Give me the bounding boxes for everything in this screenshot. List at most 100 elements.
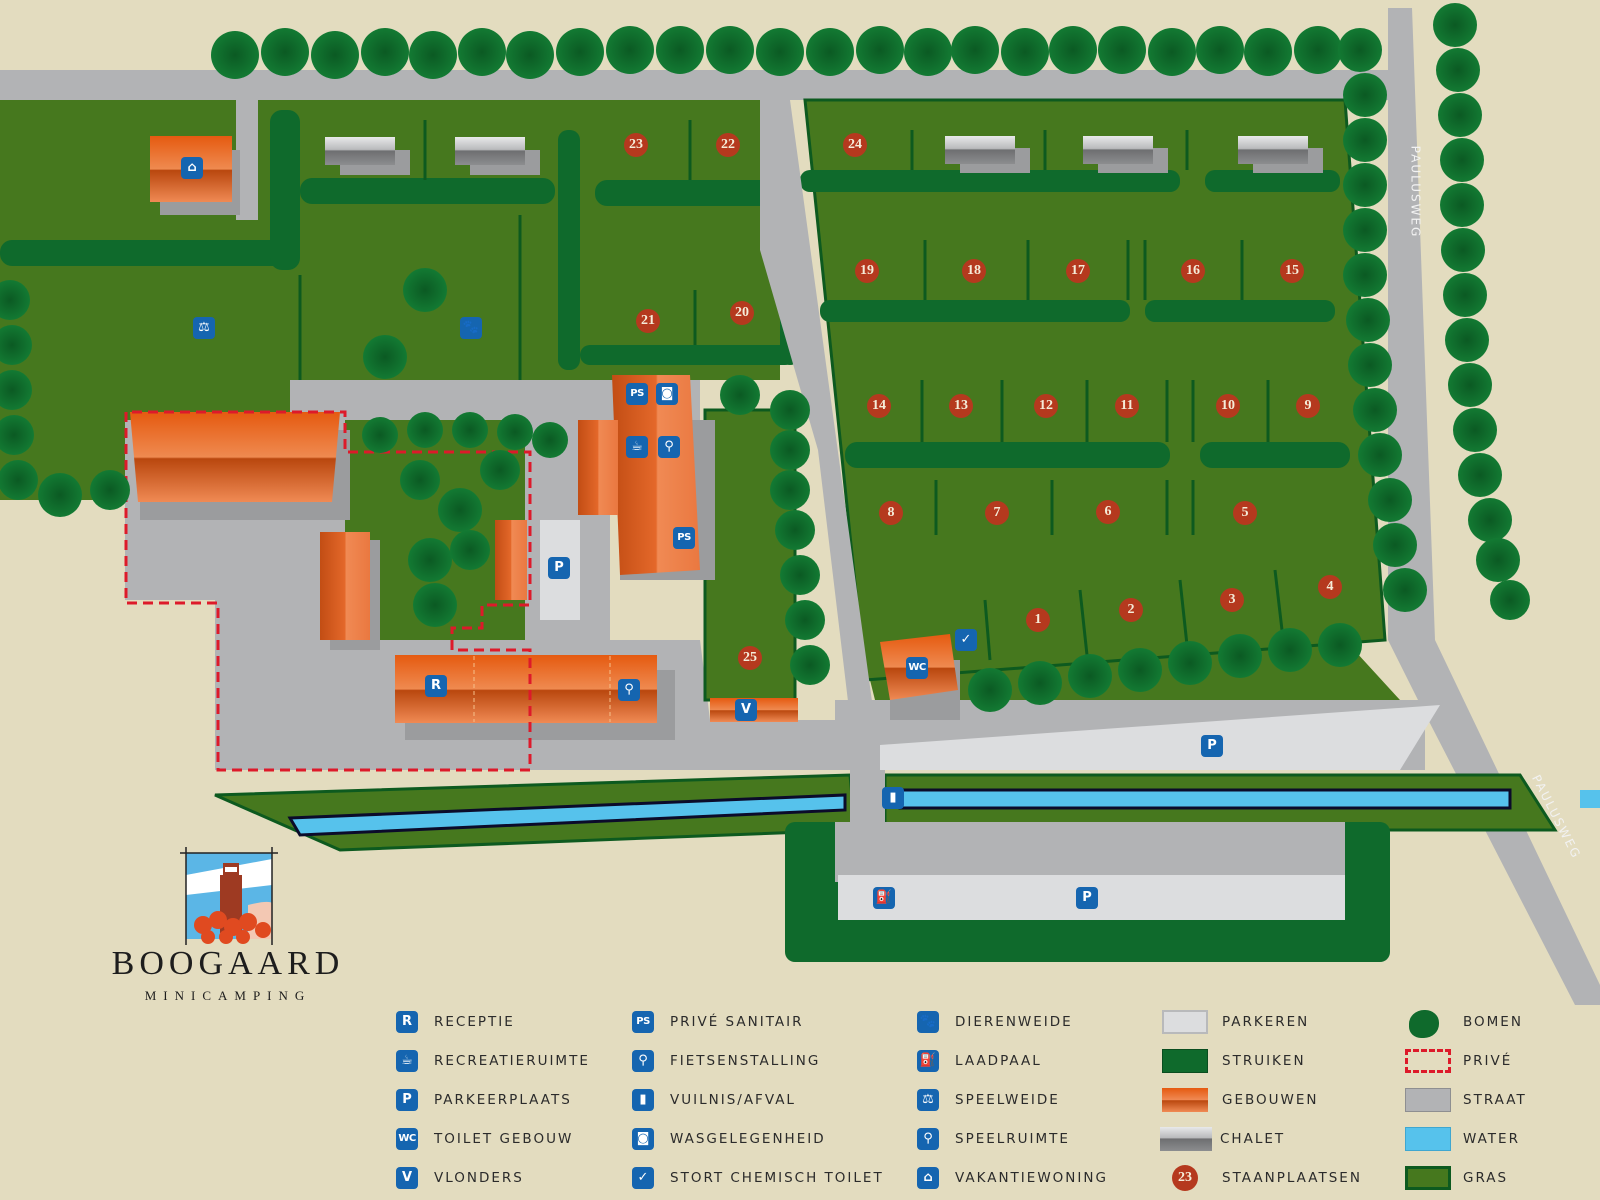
dierenweide-icon: 🐾 (917, 1011, 939, 1033)
pitch-marker[interactable]: 16 (1181, 259, 1205, 283)
legend-item-bomen: BOMEN (1405, 1007, 1523, 1038)
tree-row-east (1343, 3, 1530, 620)
prive-sanitair-icon[interactable]: PS (673, 527, 695, 549)
pitch-marker[interactable]: 21 (636, 309, 660, 333)
legend-item-vlonders: V VLONDERS (394, 1163, 524, 1193)
tree-row-south (968, 623, 1362, 712)
legend-item-parkeerplaats: P PARKEERPLAATS (394, 1085, 572, 1115)
vuilnis-afval-icon[interactable]: ▮ (882, 787, 904, 809)
legend-item-laadpaal: ⛽ LAADPAAL (915, 1046, 1042, 1076)
tree-icon (1405, 1010, 1443, 1038)
lighthouse-icon (180, 847, 278, 945)
building-sanitair (612, 375, 700, 575)
legend-item-gras: GRAS (1405, 1163, 1508, 1193)
laadpaal-icon: ⛽ (917, 1050, 939, 1072)
legend-item-vuilnis-afval: ▮ VUILNIS/AFVAL (630, 1085, 796, 1115)
building-narrow (495, 520, 527, 600)
fietsenstalling-icon[interactable]: ⚲ (618, 679, 640, 701)
legend-item-prive: PRIVÉ (1405, 1046, 1512, 1076)
straat-swatch (1405, 1088, 1451, 1112)
logo-title: BOOGAARD (111, 945, 345, 982)
gras-swatch (1405, 1166, 1451, 1190)
pitch-marker[interactable]: 3 (1220, 588, 1244, 612)
vlonders-icon[interactable]: V (735, 699, 757, 721)
legend-item-stort-chemisch-toilet: ✓ STORT CHEMISCH TOILET (630, 1163, 884, 1193)
speelweide-icon[interactable]: ⚖ (193, 317, 215, 339)
speelweide-icon: ⚖ (917, 1089, 939, 1111)
legend-item-struiken: STRUIKEN (1162, 1046, 1306, 1076)
pitch-marker[interactable]: 12 (1034, 394, 1058, 418)
pitch-marker[interactable]: 6 (1096, 500, 1120, 524)
building-main-left (130, 412, 340, 502)
pitch-marker[interactable]: 9 (1296, 394, 1320, 418)
pitch-marker[interactable]: 19 (855, 259, 879, 283)
pitch-marker[interactable]: 22 (716, 133, 740, 157)
pitch-marker[interactable]: 25 (738, 646, 762, 670)
chalet-swatch (1160, 1127, 1212, 1151)
legend: R RECEPTIE ☕ RECREATIERUIMTE P PARKEERPL… (0, 1000, 1600, 1200)
tree-row-west (0, 268, 830, 685)
vuilnis-afval-icon: ▮ (632, 1089, 654, 1111)
pitch-marker[interactable]: 11 (1115, 394, 1139, 418)
legend-item-parkeren: PARKEREN (1162, 1007, 1309, 1037)
legend-item-speelweide: ⚖ SPEELWEIDE (915, 1085, 1060, 1115)
vlonders-icon: V (396, 1167, 418, 1189)
laadpaal-icon[interactable]: ⛽ (873, 887, 895, 909)
parkeerplaats-icon[interactable]: P (1201, 735, 1223, 757)
speelruimte-icon[interactable]: ⚲ (658, 436, 680, 458)
logo: BOOGAARD MINICAMPING (108, 845, 348, 1003)
pitch-marker[interactable]: 24 (843, 133, 867, 157)
road-top (0, 70, 1400, 100)
legend-item-staanplaatsen: 23 STAANPLAATSEN (1162, 1163, 1362, 1193)
legend-item-gebouwen: GEBOUWEN (1162, 1085, 1319, 1115)
pitch-marker[interactable]: 2 (1119, 598, 1143, 622)
pitch-marker[interactable]: 13 (949, 394, 973, 418)
vakantiewoning-icon: ⌂ (917, 1167, 939, 1189)
parkeerplaats-icon[interactable]: P (548, 557, 570, 579)
legend-item-receptie: R RECEPTIE (394, 1007, 515, 1037)
speelruimte-icon: ⚲ (917, 1128, 939, 1150)
toilet-gebouw-icon[interactable]: WC (906, 657, 928, 679)
dierenweide-icon[interactable]: 🐾 (460, 317, 482, 339)
stort-chemisch-toilet-icon: ✓ (632, 1167, 654, 1189)
recreatieruimte-icon: ☕ (396, 1050, 418, 1072)
pitch-marker[interactable]: 4 (1318, 575, 1342, 599)
recreatieruimte-icon[interactable]: ☕ (626, 436, 648, 458)
receptie-icon[interactable]: R (425, 675, 447, 697)
pitch-marker[interactable]: 10 (1216, 394, 1240, 418)
pitch-marker[interactable]: 17 (1066, 259, 1090, 283)
vakantiewoning-icon[interactable]: ⌂ (181, 157, 203, 179)
legend-item-water: WATER (1405, 1124, 1520, 1154)
legend-item-prive-sanitair: PS PRIVÉ SANITAIR (630, 1007, 804, 1037)
legend-item-fietsenstalling: ⚲ FIETSENSTALLING (630, 1046, 820, 1076)
pitch-marker[interactable]: 14 (867, 394, 891, 418)
pitch-marker[interactable]: 20 (730, 301, 754, 325)
building-small-vertical (320, 532, 370, 640)
pitch-marker[interactable]: 15 (1280, 259, 1304, 283)
receptie-icon: R (396, 1011, 418, 1033)
canal-water (287, 793, 847, 837)
pitch-marker[interactable]: 7 (985, 501, 1009, 525)
building-reception (395, 655, 657, 723)
gebouwen-swatch (1162, 1088, 1208, 1112)
prive-sanitair-icon[interactable]: PS (626, 383, 648, 405)
legend-item-vakantiewoning: ⌂ VAKANTIEWONING (915, 1163, 1108, 1193)
tree-row-top (211, 26, 1382, 79)
pitch-marker[interactable]: 5 (1233, 501, 1257, 525)
road-label-paulusweg-vertical: PAULUSWEG (1408, 145, 1423, 239)
fietsenstalling-icon: ⚲ (632, 1050, 654, 1072)
pitch-marker[interactable]: 1 (1026, 608, 1050, 632)
pitch-marker[interactable]: 18 (962, 259, 986, 283)
prive-sanitair-icon: PS (632, 1011, 654, 1033)
pitch-marker[interactable]: 23 (624, 133, 648, 157)
canal-water-east (898, 788, 1512, 810)
pitch-marker[interactable]: 8 (879, 501, 903, 525)
legend-item-toilet-gebouw: WC TOILET GEBOUW (394, 1124, 573, 1154)
struiken-swatch (1162, 1049, 1208, 1073)
stort-chemisch-toilet-icon[interactable]: ✓ (955, 629, 977, 651)
toilet-gebouw-icon: WC (396, 1128, 418, 1150)
parkeerplaats-icon[interactable]: P (1076, 887, 1098, 909)
legend-item-wasgelegenheid: ◙ WASGELEGENHEID (630, 1124, 826, 1154)
wasgelegenheid-icon[interactable]: ◙ (656, 383, 678, 405)
